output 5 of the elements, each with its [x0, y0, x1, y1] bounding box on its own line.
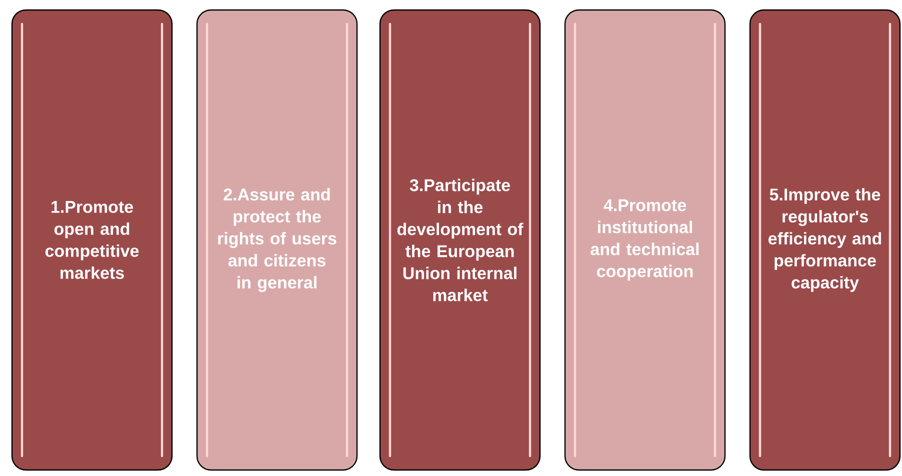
goal-box: 3.Participate in the development of the European Union internal market: [379, 9, 541, 471]
goal-box: 1.Promote open and competitive markets: [11, 9, 173, 471]
goal-box: 4.Promote institutional and technical cooperation: [564, 9, 726, 471]
goal-box: 2.Assure and protect the rights of users and citizens in general: [196, 9, 358, 471]
goal-box: 5.Improve the regulator's efficiency and performance capacity: [749, 9, 901, 471]
